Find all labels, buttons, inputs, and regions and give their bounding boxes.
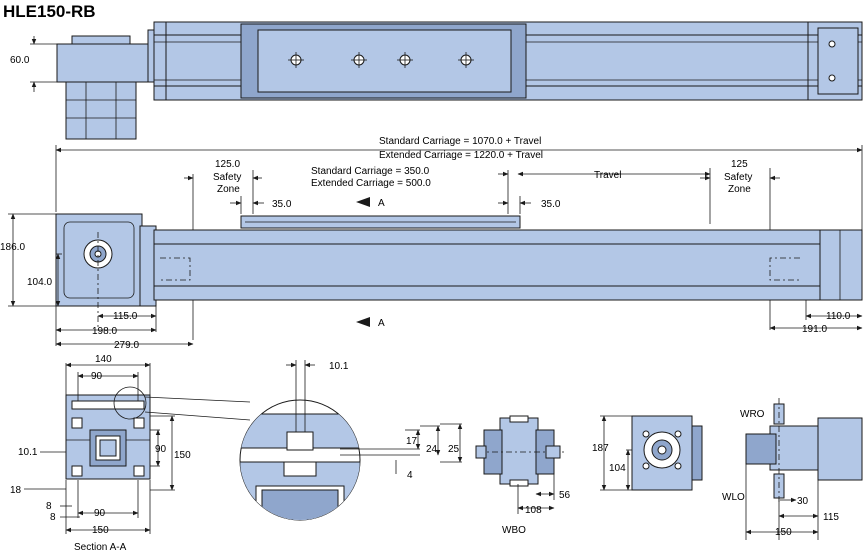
wro-wlo-view: WRO WLO 30 115 150 bbox=[722, 398, 863, 540]
safety-left-l2: Zone bbox=[217, 184, 240, 195]
det-dim-24: 24 bbox=[426, 444, 438, 455]
wro-label: WRO bbox=[740, 409, 765, 420]
sec-dim-150-bottom: 150 bbox=[92, 525, 109, 536]
det-dim-25: 25 bbox=[448, 444, 460, 455]
sec-dim-8a: 8 bbox=[46, 501, 52, 512]
det-dim-17: 17 bbox=[406, 436, 418, 447]
dim-115: 115.0 bbox=[113, 311, 138, 322]
std-carriage-len: Standard Carriage = 350.0 bbox=[311, 166, 430, 177]
wbo-dim-108: 108 bbox=[525, 505, 542, 516]
sec-dim-90-bottom: 90 bbox=[94, 508, 106, 519]
ext-carriage-total: Extended Carriage = 1220.0 + Travel bbox=[379, 150, 543, 161]
wbo-dim-56: 56 bbox=[559, 490, 571, 501]
sec-dim-150-side: 150 bbox=[174, 450, 191, 461]
wro-dim-150: 150 bbox=[775, 527, 792, 538]
motor-flange bbox=[56, 43, 150, 83]
dim-198: 198.0 bbox=[92, 326, 117, 337]
carriage-holes bbox=[288, 40, 836, 82]
dim-height-60: 60.0 bbox=[10, 55, 30, 66]
safety-right-value: 125 bbox=[731, 159, 748, 170]
sec-dim-90-side: 90 bbox=[155, 444, 167, 455]
section-a-bottom: A bbox=[378, 318, 385, 329]
motor-body bbox=[65, 81, 137, 140]
section-a-top: A bbox=[378, 198, 385, 209]
det-dim-4: 4 bbox=[407, 470, 413, 481]
end-view: 187 104 bbox=[592, 415, 703, 491]
detail-view: 10.1 17 24 25 4 bbox=[239, 360, 463, 521]
safety-left-l1: Safety bbox=[213, 172, 241, 183]
sec-dim-18: 18 bbox=[10, 485, 22, 496]
end-dim-104: 104 bbox=[609, 463, 626, 474]
det-dim-10-1: 10.1 bbox=[329, 361, 349, 372]
product-title: HLE150-RB bbox=[3, 2, 96, 21]
end-dim-187: 187 bbox=[592, 443, 609, 454]
wro-dim-115: 115 bbox=[823, 512, 839, 523]
safety-left-value: 125.0 bbox=[215, 159, 240, 170]
std-carriage-total: Standard Carriage = 1070.0 + Travel bbox=[379, 136, 541, 147]
wbo-label: WBO bbox=[502, 525, 526, 536]
beam-front bbox=[153, 229, 863, 301]
safety-right-l1: Safety bbox=[724, 172, 752, 183]
dim-279: 279.0 bbox=[114, 340, 139, 351]
dim-191: 191.0 bbox=[802, 324, 827, 335]
wbo-view: 56 108 WBO bbox=[475, 415, 571, 536]
sec-dim-8b: 8 bbox=[50, 512, 56, 523]
wlo-label: WLO bbox=[722, 492, 745, 503]
dim-35-right: 35.0 bbox=[541, 199, 561, 210]
front-view: Standard Carriage = 1070.0 + Travel Exte… bbox=[0, 136, 863, 351]
sec-dim-90-top: 90 bbox=[91, 371, 103, 382]
dim-104-side: 104.0 bbox=[27, 277, 52, 288]
top-view: 60.0 bbox=[10, 21, 863, 140]
ext-carriage-len: Extended Carriage = 500.0 bbox=[311, 178, 431, 189]
section-a-a: 140 90 10.1 150 90 18 8 8 90 150 Section… bbox=[10, 354, 251, 553]
sec-dim-10-1: 10.1 bbox=[18, 447, 38, 458]
travel-label: Travel bbox=[594, 170, 621, 181]
dim-110: 110.0 bbox=[826, 311, 851, 322]
wro-dim-30: 30 bbox=[797, 496, 809, 507]
safety-right-l2: Zone bbox=[728, 184, 751, 195]
sec-dim-140: 140 bbox=[95, 354, 112, 365]
dim-35-left: 35.0 bbox=[272, 199, 292, 210]
section-caption: Section A-A bbox=[74, 542, 127, 553]
dim-186: 186.0 bbox=[0, 242, 25, 253]
